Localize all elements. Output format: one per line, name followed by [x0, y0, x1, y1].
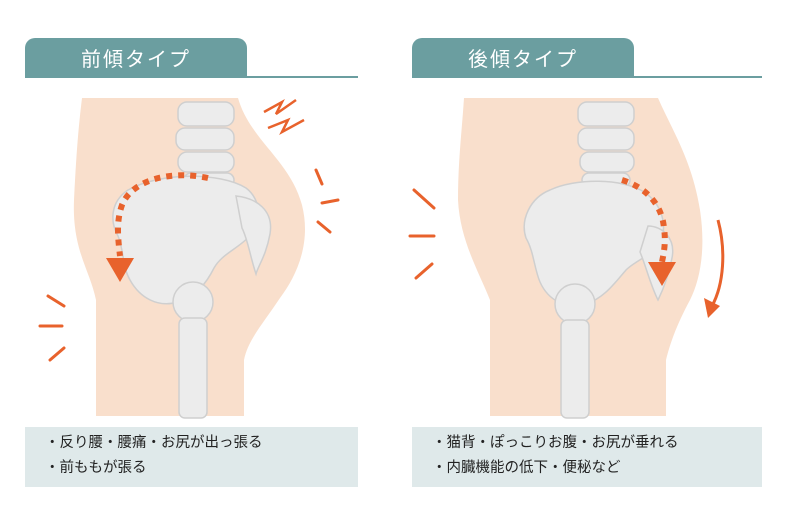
sacrum	[235, 195, 272, 277]
posterior-tilt-panel: 後傾タイプ ・猫背・ぽっこり	[400, 0, 800, 521]
anterior-tilt-title: 前傾タイプ	[25, 38, 247, 76]
sag-arrow	[710, 219, 725, 307]
anterior-tilt-panel: 前傾タイプ	[25, 38, 358, 487]
caption-line-1: ・猫背・ぽっこりお腹・お尻が垂れる	[432, 435, 679, 451]
pain-zigzag-1	[263, 98, 297, 116]
posterior-tilt-illustration	[408, 98, 725, 419]
anterior-tilt-caption: ・反り腰・腰痛・お尻が出っ張る ・前ももが張る	[25, 427, 358, 487]
anterior-tilt-illustration	[38, 98, 340, 419]
femur	[554, 283, 596, 419]
title-underline	[412, 76, 762, 78]
posterior-tilt-title: 後傾タイプ	[412, 38, 634, 76]
sag-arrowhead	[704, 298, 720, 318]
femur	[172, 281, 214, 419]
caption-line-2: ・前ももが張る	[45, 460, 147, 476]
title-underline	[25, 76, 358, 78]
spine	[577, 101, 635, 188]
tilt-arrowhead	[106, 258, 134, 282]
tilt-arrowhead	[648, 262, 676, 286]
caption-line-1: ・反り腰・腰痛・お尻が出っ張る	[45, 435, 263, 451]
tilt-arrow	[115, 172, 209, 257]
caption-line-2: ・内臓機能の低下・便秘など	[432, 460, 621, 476]
pain-zigzag-2	[267, 117, 305, 136]
emphasis-lines	[38, 168, 340, 362]
posterior-tilt-caption: ・猫背・ぽっこりお腹・お尻が垂れる ・内臓機能の低下・便秘など	[412, 427, 762, 487]
emphasis-lines	[408, 188, 436, 280]
